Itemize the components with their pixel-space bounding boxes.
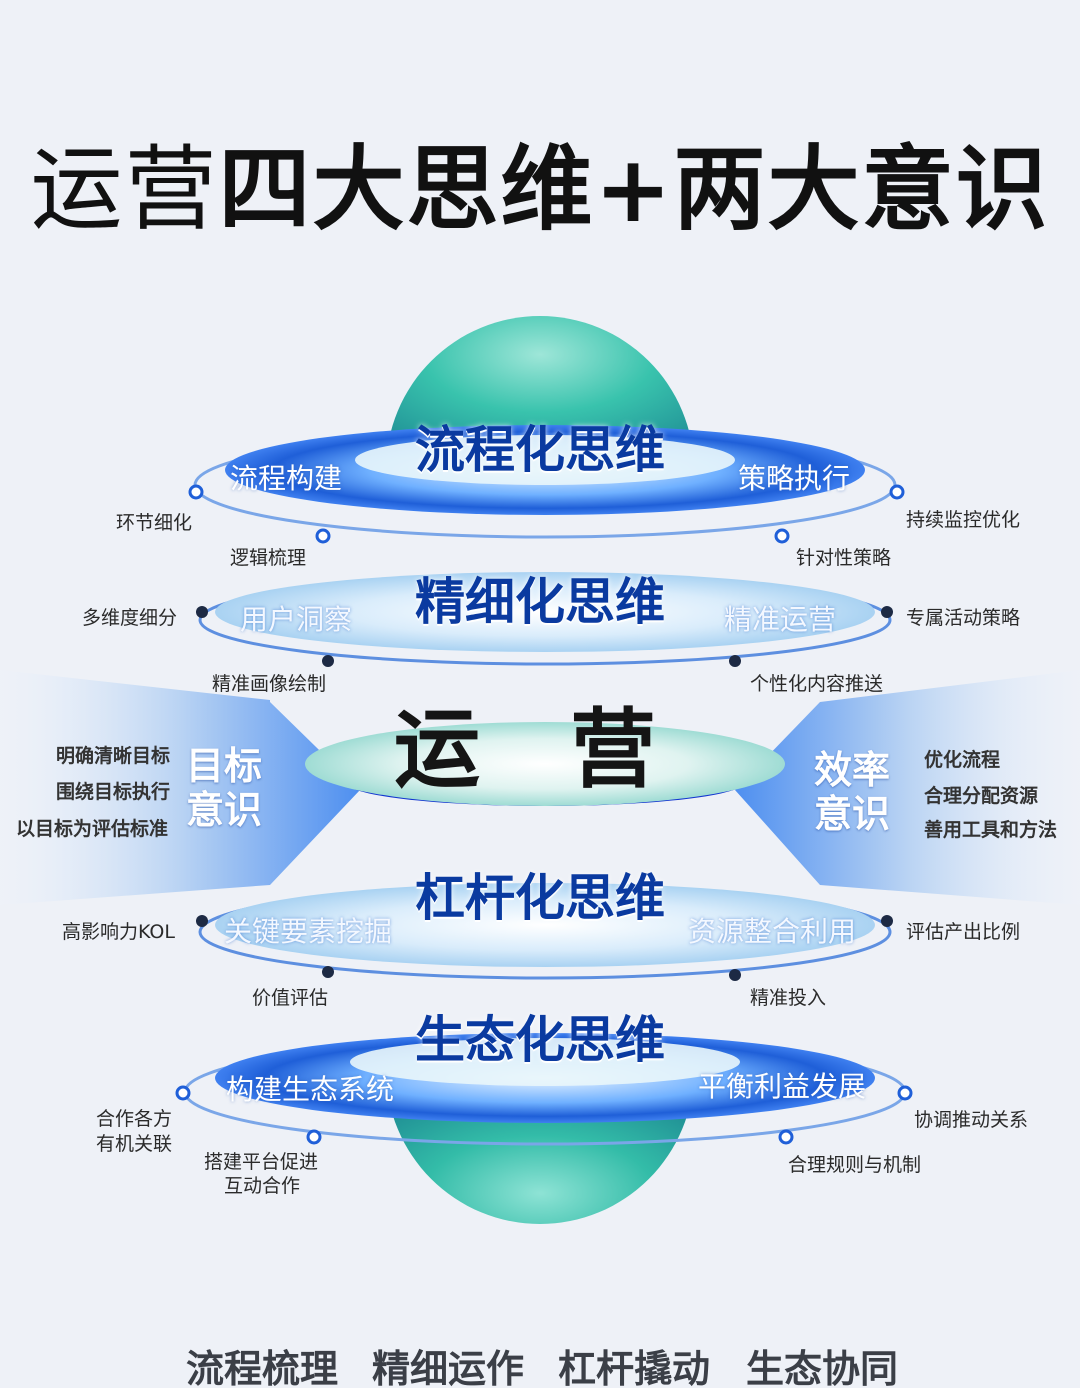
arrow-right bbox=[735, 670, 1080, 905]
awareness-right-label: 效率 意识 bbox=[814, 748, 891, 836]
ring-process bbox=[188, 425, 905, 544]
tag-refine-2: 精准画像绘制 bbox=[212, 673, 327, 695]
tag-ecology-5: 协调推动关系 bbox=[914, 1109, 1029, 1131]
refine-left-inner: 用户洞察 bbox=[240, 603, 353, 636]
tag-ecology-4: 互动合作 bbox=[224, 1175, 301, 1197]
tag-ecology-6: 合理规则与机制 bbox=[788, 1154, 922, 1176]
ecology-left-inner: 构建生态系统 bbox=[226, 1073, 395, 1106]
ring-refine-title: 精细化思维 bbox=[415, 573, 665, 631]
awareness-left-item-1: 明确清晰目标 bbox=[56, 745, 171, 767]
tag-process-3: 持续监控优化 bbox=[906, 509, 1021, 531]
tag-refine-3: 专属活动策略 bbox=[906, 607, 1021, 629]
awareness-right-item-2: 合理分配资源 bbox=[924, 785, 1039, 807]
ecology-right-inner: 平衡利益发展 bbox=[698, 1070, 867, 1103]
tag-leverage-2: 价值评估 bbox=[252, 987, 329, 1009]
awareness-left-item-3: 以目标为评估标准 bbox=[16, 818, 169, 840]
tag-ecology-3: 搭建平台促进 bbox=[204, 1151, 319, 1173]
tag-ecology-2: 有机关联 bbox=[96, 1133, 173, 1155]
page-title: 运营四大思维+两大意识 bbox=[30, 136, 1050, 243]
awareness-right-item-3: 善用工具和方法 bbox=[924, 819, 1058, 841]
ring-leverage-title: 杠杆化思维 bbox=[415, 869, 665, 927]
ring-ecology bbox=[175, 1033, 913, 1146]
summary-item-2: 精细运作 bbox=[372, 1347, 525, 1388]
ring-leverage bbox=[196, 883, 893, 981]
tag-process-2: 逻辑梳理 bbox=[230, 547, 307, 569]
tag-ecology-1: 合作各方 bbox=[96, 1108, 173, 1130]
leverage-left-inner: 关键要素挖掘 bbox=[224, 915, 393, 948]
awareness-left-label: 目标 意识 bbox=[186, 744, 263, 832]
arrow-left bbox=[0, 670, 360, 905]
tag-leverage-1: 高影响力KOL bbox=[62, 921, 175, 943]
refine-right-inner: 精准运营 bbox=[724, 603, 837, 636]
process-left-inner: 流程构建 bbox=[230, 462, 343, 495]
tag-leverage-3: 评估产出比例 bbox=[906, 921, 1021, 943]
tag-process-4: 针对性策略 bbox=[796, 547, 892, 569]
summary-item-4: 生态协同 bbox=[746, 1347, 899, 1388]
summary-item-1: 流程梳理 bbox=[186, 1347, 339, 1388]
leverage-right-inner: 资源整合利用 bbox=[688, 915, 857, 948]
core-title: 运 营 bbox=[394, 700, 686, 800]
tag-leverage-4: 精准投入 bbox=[750, 987, 827, 1009]
summary-item-3: 杠杆撬动 bbox=[558, 1347, 711, 1388]
awareness-right-item-1: 优化流程 bbox=[924, 749, 1001, 771]
tag-refine-4: 个性化内容推送 bbox=[750, 673, 884, 695]
awareness-left-item-2: 围绕目标执行 bbox=[56, 781, 171, 803]
ring-ecology-title: 生态化思维 bbox=[415, 1011, 665, 1069]
core-disc bbox=[305, 722, 785, 806]
tag-process-1: 环节细化 bbox=[116, 512, 193, 534]
tag-refine-1: 多维度细分 bbox=[82, 607, 178, 629]
ring-refine bbox=[196, 572, 893, 667]
bottom-summary: 流程梳理 精细运作 杠杆撬动 生态协同 bbox=[0, 1344, 1080, 1388]
ring-process-title: 流程化思维 bbox=[415, 421, 665, 479]
process-right-inner: 策略执行 bbox=[738, 462, 851, 495]
